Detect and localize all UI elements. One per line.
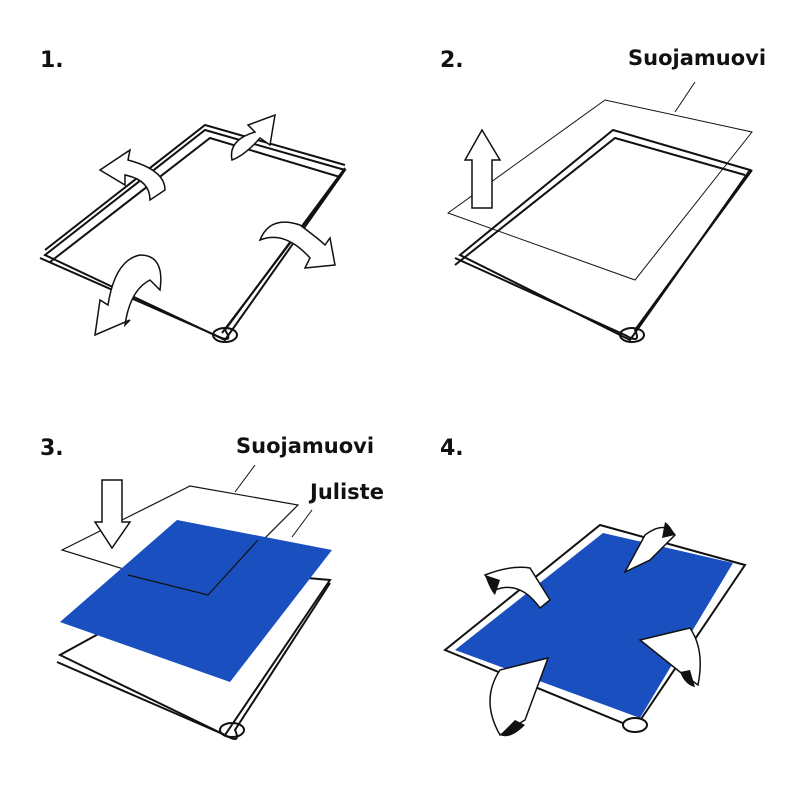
step-2-panel: 2. Suojamuovi (400, 0, 800, 400)
step-1-number: 1. (40, 48, 64, 73)
open-frame-illustration (39, 113, 347, 343)
step-4-panel: 4. (400, 400, 800, 800)
step-4-number: 4. (440, 436, 464, 461)
insert-poster-illustration (56, 464, 332, 740)
step-3-number: 3. (40, 436, 64, 461)
step-2-number: 2. (440, 48, 464, 73)
remove-film-illustration (446, 81, 753, 343)
step-3-panel: 3. Suojamuovi Juliste (0, 400, 400, 800)
poster-sheet (60, 520, 332, 682)
protective-film-sheet (446, 99, 753, 281)
protective-film-label: Suojamuovi (236, 434, 375, 458)
open-arrow-icons (94, 113, 336, 337)
step-1-panel: 1. (0, 0, 400, 400)
closed-frame-illustration (443, 522, 747, 737)
protective-film-label: Suojamuovi (628, 46, 767, 70)
poster-label: Juliste (310, 480, 384, 504)
down-arrow-icon (93, 479, 132, 550)
up-arrow-icon (463, 128, 502, 209)
close-arrow-icons (483, 526, 701, 737)
